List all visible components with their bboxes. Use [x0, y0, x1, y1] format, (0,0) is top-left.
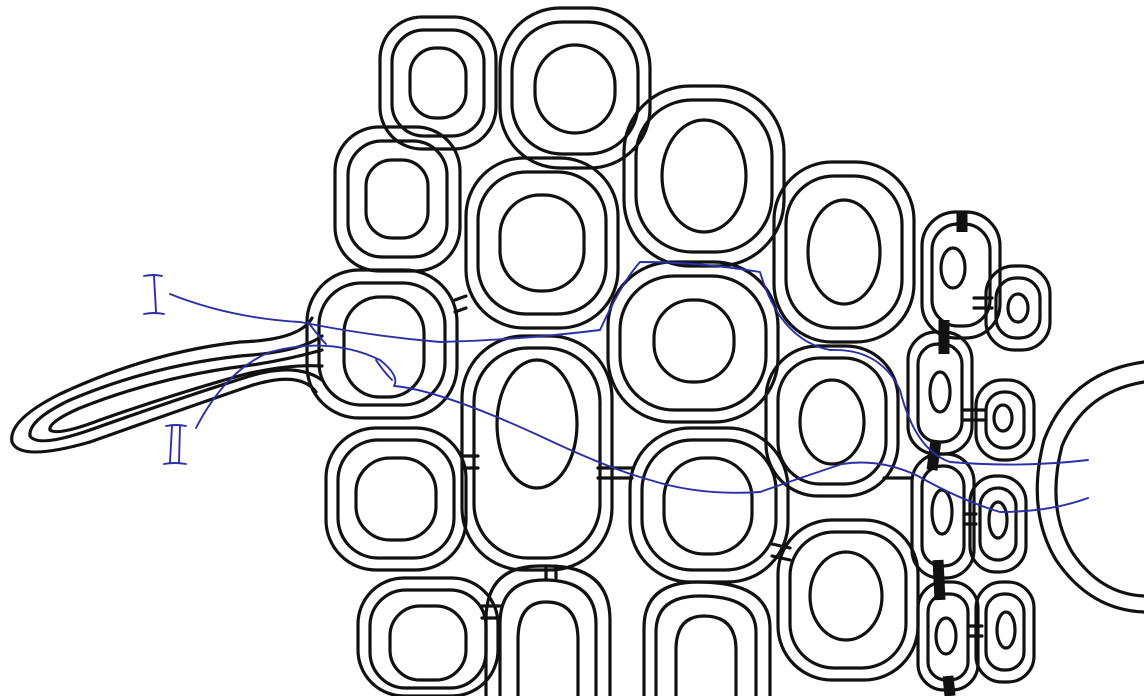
cell — [307, 270, 457, 418]
pathway-label-two: II — [164, 425, 186, 469]
vessel — [1037, 362, 1144, 612]
cell — [608, 262, 778, 422]
elongated-cell — [12, 318, 322, 452]
cell — [624, 86, 784, 266]
cell — [630, 428, 788, 582]
cell — [462, 336, 612, 570]
pathway-label-one: I — [143, 275, 164, 319]
cell — [774, 162, 914, 342]
cell — [778, 520, 918, 680]
cell — [486, 566, 610, 696]
cell — [466, 158, 618, 328]
cell — [644, 582, 770, 696]
cell — [358, 578, 498, 696]
cell — [500, 8, 650, 168]
cell — [380, 17, 496, 149]
cell — [326, 428, 466, 570]
